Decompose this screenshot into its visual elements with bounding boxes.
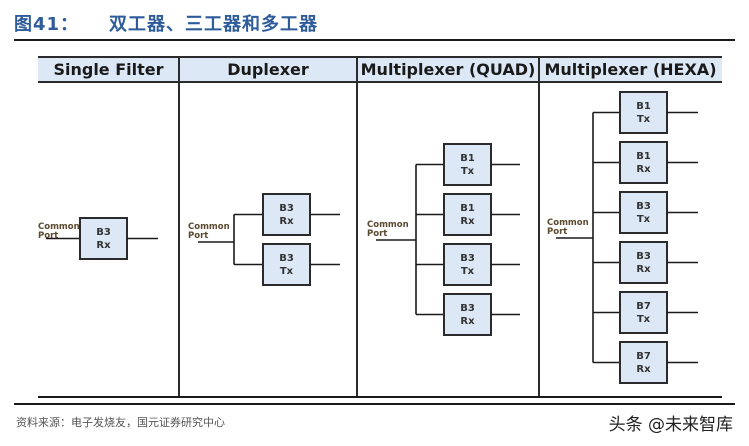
filter-direction-label: Tx <box>637 114 651 125</box>
filter-band-label: B1 <box>636 101 651 112</box>
common-port-label: Port <box>188 231 208 241</box>
watermark: 头条 @未来智库 <box>608 415 733 435</box>
column-divider <box>538 56 540 398</box>
filter-direction-label: Rx <box>96 240 111 251</box>
filter-direction-label: Tx <box>461 166 475 177</box>
filter-band-label: B7 <box>636 351 651 362</box>
common-port-label: Common <box>547 218 589 228</box>
filter-band-label: B3 <box>460 253 475 264</box>
header-duplexer: Duplexer <box>227 60 309 79</box>
filter-band-label: B3 <box>460 303 475 314</box>
filter-box-b3-rx <box>262 193 311 236</box>
filter-direction-label: Rx <box>460 216 475 227</box>
filter-direction-label: Tx <box>461 266 475 277</box>
filter-direction-label: Tx <box>637 214 651 225</box>
filter-band-label: B7 <box>636 301 651 312</box>
filter-box-b3-rx <box>443 293 492 336</box>
header-quad: Multiplexer (QUAD) <box>360 60 536 79</box>
common-port-label: Common <box>367 220 409 230</box>
figure-caption: 双工器、三工器和多工器 <box>109 14 318 35</box>
header-single-filter: Single Filter <box>53 60 164 79</box>
filter-band-label: B3 <box>279 203 294 214</box>
filter-box-b3-tx <box>262 243 311 286</box>
filter-band-label: B3 <box>636 251 651 262</box>
table-header: Single Filter Duplexer Multiplexer (QUAD… <box>38 56 722 83</box>
filter-band-label: B1 <box>460 153 475 164</box>
filter-direction-label: Rx <box>460 316 475 327</box>
column-divider <box>178 56 180 398</box>
filter-band-label: B3 <box>636 201 651 212</box>
bottom-rule <box>14 403 735 405</box>
common-port-label: Port <box>547 227 567 237</box>
filter-box-b3-tx <box>619 191 668 234</box>
common-port-label: Port <box>38 231 58 241</box>
filter-box-b3-rx <box>79 217 128 260</box>
figure-number: 图41： <box>14 14 80 35</box>
filter-band-label: B1 <box>636 151 651 162</box>
common-port-label: Port <box>367 229 387 239</box>
common-port-label: Common <box>38 222 80 232</box>
filter-direction-label: Tx <box>280 266 294 277</box>
filter-box-b1-tx <box>443 143 492 186</box>
filter-band-label: B3 <box>96 227 111 238</box>
filter-box-b1-rx <box>443 193 492 236</box>
filter-box-b1-tx <box>619 91 668 134</box>
filter-box-b3-tx <box>443 243 492 286</box>
filter-direction-label: Rx <box>636 364 651 375</box>
filter-direction-label: Rx <box>279 216 294 227</box>
filter-band-label: B1 <box>460 203 475 214</box>
filter-direction-label: Rx <box>636 264 651 275</box>
source-note: 资料来源：电子发烧友，国元证券研究中心 <box>16 416 225 429</box>
filter-box-b7-tx <box>619 291 668 334</box>
filter-direction-label: Tx <box>637 314 651 325</box>
top-rule <box>14 39 735 41</box>
common-port-label: Common <box>188 222 230 232</box>
column-divider <box>356 56 358 398</box>
filter-box-b3-rx <box>619 241 668 284</box>
filter-box-b1-rx <box>619 141 668 184</box>
filter-direction-label: Rx <box>636 164 651 175</box>
table-bottom-rule <box>38 396 722 398</box>
figure-title: 图41： 双工器、三工器和多工器 <box>14 10 318 36</box>
filter-box-b7-rx <box>619 341 668 384</box>
header-hexa: Multiplexer (HEXA) <box>544 60 717 79</box>
filter-band-label: B3 <box>279 253 294 264</box>
